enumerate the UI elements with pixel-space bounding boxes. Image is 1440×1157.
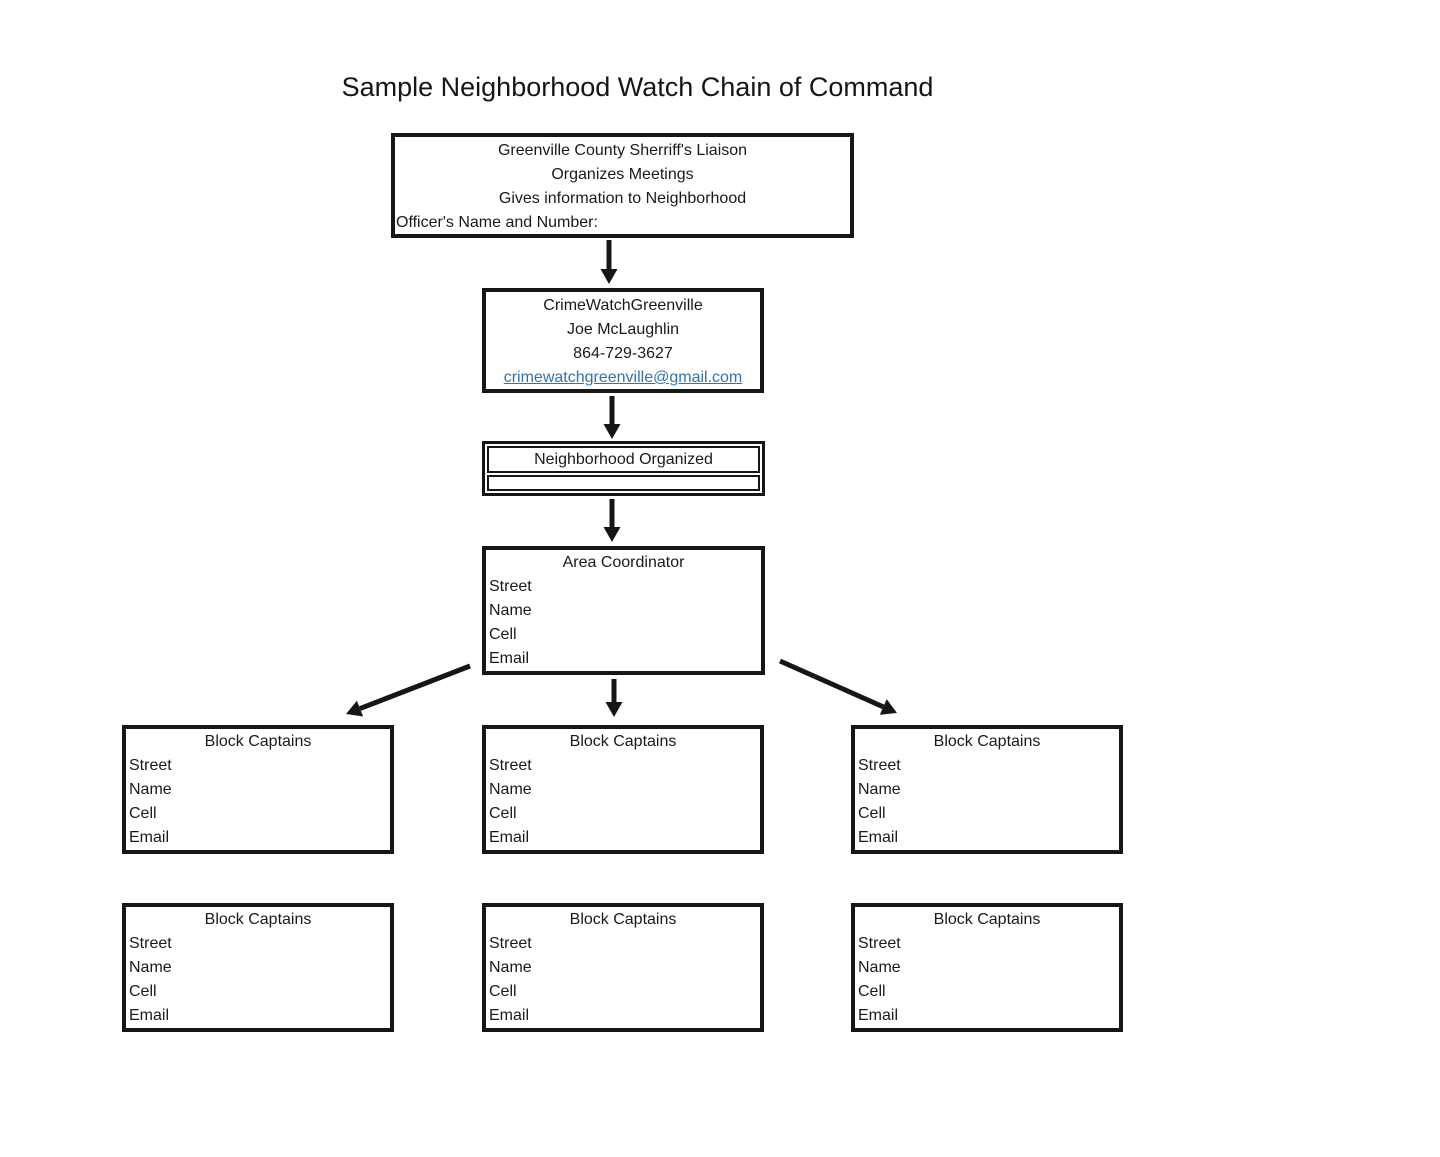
field-label-cell: Cell: [129, 805, 157, 822]
page-title: Sample Neighborhood Watch Chain of Comma…: [341, 72, 934, 102]
block-captains-title: Block Captains: [933, 733, 1041, 750]
field-label-street: Street: [129, 935, 172, 952]
field-label-email: Email: [489, 1007, 530, 1024]
arrow-liaison-to-contact: [600, 240, 618, 284]
field-label-street: Street: [489, 578, 532, 595]
block-captains-title: Block Captains: [569, 733, 677, 750]
field-label-name: Name: [489, 602, 532, 619]
field-label-name: Name: [489, 781, 532, 798]
field-label-name: Name: [858, 781, 901, 798]
field-label-cell: Cell: [858, 983, 886, 1000]
area-coordinator-title: Area Coordinator: [562, 554, 685, 571]
field-label-street: Street: [858, 935, 901, 952]
block-captains-title: Block Captains: [933, 911, 1041, 928]
liaison-role-line: Gives information to Neighborhood: [498, 190, 747, 207]
field-label-cell: Cell: [489, 626, 517, 643]
field-label-email: Email: [858, 829, 899, 846]
arrow-contact-to-neighborhood: [603, 396, 621, 439]
field-label-street: Street: [129, 757, 172, 774]
block-captains-title: Block Captains: [204, 733, 312, 750]
liaison-box: Greenville County Sherriff's Liaison Org…: [391, 133, 854, 238]
liaison-role-line: Organizes Meetings: [551, 166, 694, 183]
field-label-cell: Cell: [858, 805, 886, 822]
field-label-email: Email: [858, 1007, 899, 1024]
block-captains-box-3: Block Captains Street Name Cell Email: [851, 725, 1123, 854]
contact-email-row: crimewatchgreenville@gmail.com: [486, 366, 760, 390]
field-label-email: Email: [489, 829, 530, 846]
field-label-email: Email: [129, 829, 170, 846]
field-label-name: Name: [858, 959, 901, 976]
field-label-email: Email: [129, 1007, 170, 1024]
block-captains-box-1: Block Captains Street Name Cell Email: [122, 725, 394, 854]
liaison-title: Greenville County Sherriff's Liaison: [497, 142, 748, 159]
block-captains-title: Block Captains: [569, 911, 677, 928]
block-captains-box-5: Block Captains Street Name Cell Email: [482, 903, 764, 1032]
neighborhood-organized-empty-field: [487, 475, 760, 491]
arrow-area-to-block-middle: [605, 679, 623, 717]
field-label-name: Name: [129, 781, 172, 798]
block-captains-box-6: Block Captains Street Name Cell Email: [851, 903, 1123, 1032]
block-captains-box-4: Block Captains Street Name Cell Email: [122, 903, 394, 1032]
arrow-area-to-block-left: [346, 663, 471, 717]
arrow-area-to-block-right: [778, 658, 897, 715]
field-label-street: Street: [489, 935, 532, 952]
contact-phone: 864-729-3627: [573, 345, 673, 362]
field-label-cell: Cell: [489, 805, 517, 822]
contact-name: Joe McLaughlin: [566, 321, 680, 338]
field-label-cell: Cell: [489, 983, 517, 1000]
field-label-name: Name: [129, 959, 172, 976]
field-label-email: Email: [489, 650, 530, 667]
field-label-name: Name: [489, 959, 532, 976]
arrow-neighborhood-to-area: [603, 499, 621, 542]
area-coordinator-box: Area Coordinator Street Name Cell Email: [482, 546, 765, 675]
field-label-cell: Cell: [129, 983, 157, 1000]
block-captains-title: Block Captains: [204, 911, 312, 928]
email-link[interactable]: crimewatchgreenville@gmail.com: [503, 369, 743, 386]
liaison-officer-label: Officer's Name and Number:: [396, 214, 598, 231]
neighborhood-organized-title: Neighborhood Organized: [487, 446, 760, 473]
contact-org: CrimeWatchGreenville: [543, 297, 703, 314]
block-captains-box-2: Block Captains Street Name Cell Email: [482, 725, 764, 854]
contact-box: CrimeWatchGreenville Joe McLaughlin 864-…: [482, 288, 764, 393]
field-label-street: Street: [489, 757, 532, 774]
field-label-street: Street: [858, 757, 901, 774]
neighborhood-organized-box: Neighborhood Organized: [482, 441, 765, 496]
